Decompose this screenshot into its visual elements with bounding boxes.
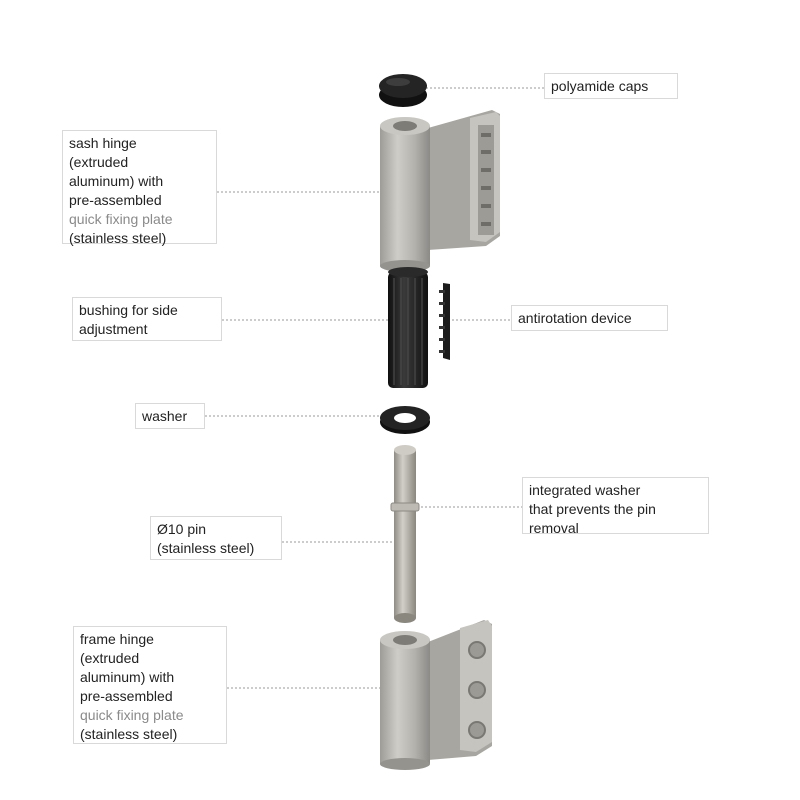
label-line: integrated washer: [529, 482, 641, 498]
label-line: sash hinge: [69, 135, 137, 151]
label-washer: washer: [135, 403, 205, 429]
label-frame-hinge: frame hinge (extruded aluminum) with pre…: [73, 626, 227, 744]
label-line: Ø10 pin: [157, 521, 207, 537]
label-line-muted: quick fixing plate: [80, 707, 184, 723]
label-line: polyamide caps: [551, 78, 649, 94]
label-line: that prevents the pin: [529, 501, 656, 517]
pin-part: [390, 445, 420, 623]
label-line: pre-assembled: [69, 192, 162, 208]
label-bushing: bushing for side adjustment: [72, 297, 222, 341]
label-sash-hinge: sash hinge (extruded aluminum) with pre-…: [62, 130, 217, 246]
frame-hinge-part: [380, 620, 492, 770]
label-line: washer: [142, 408, 188, 424]
sash-hinge-part: [380, 110, 500, 272]
label-line: (extruded: [69, 154, 129, 170]
label-line: (stainless steel): [69, 230, 167, 246]
label-line-muted: quick fixing plate: [69, 211, 173, 227]
label-pin: Ø10 pin (stainless steel): [150, 516, 282, 560]
bushing-part: [388, 267, 428, 388]
label-line: removal: [529, 520, 579, 536]
label-line: adjustment: [79, 321, 148, 337]
label-integrated-washer: integrated washer that prevents the pin …: [522, 477, 709, 536]
label-line: (stainless steel): [157, 540, 255, 556]
label-line: aluminum) with: [80, 669, 175, 685]
leader-lines: [205, 87, 544, 689]
label-line: bushing for side: [79, 302, 178, 318]
polyamide-cap-part: [379, 74, 427, 107]
label-line: pre-assembled: [80, 688, 173, 704]
label-polyamide-caps: polyamide caps: [544, 73, 678, 99]
label-line: antirotation device: [518, 310, 632, 326]
label-line: (extruded: [80, 650, 140, 666]
label-line: (stainless steel): [80, 726, 178, 742]
washer-part: [380, 406, 430, 434]
label-line: frame hinge: [80, 631, 154, 647]
label-line: aluminum) with: [69, 173, 164, 189]
label-antirotation-device: antirotation device: [511, 305, 668, 331]
antirotation-device-part: [439, 283, 450, 360]
